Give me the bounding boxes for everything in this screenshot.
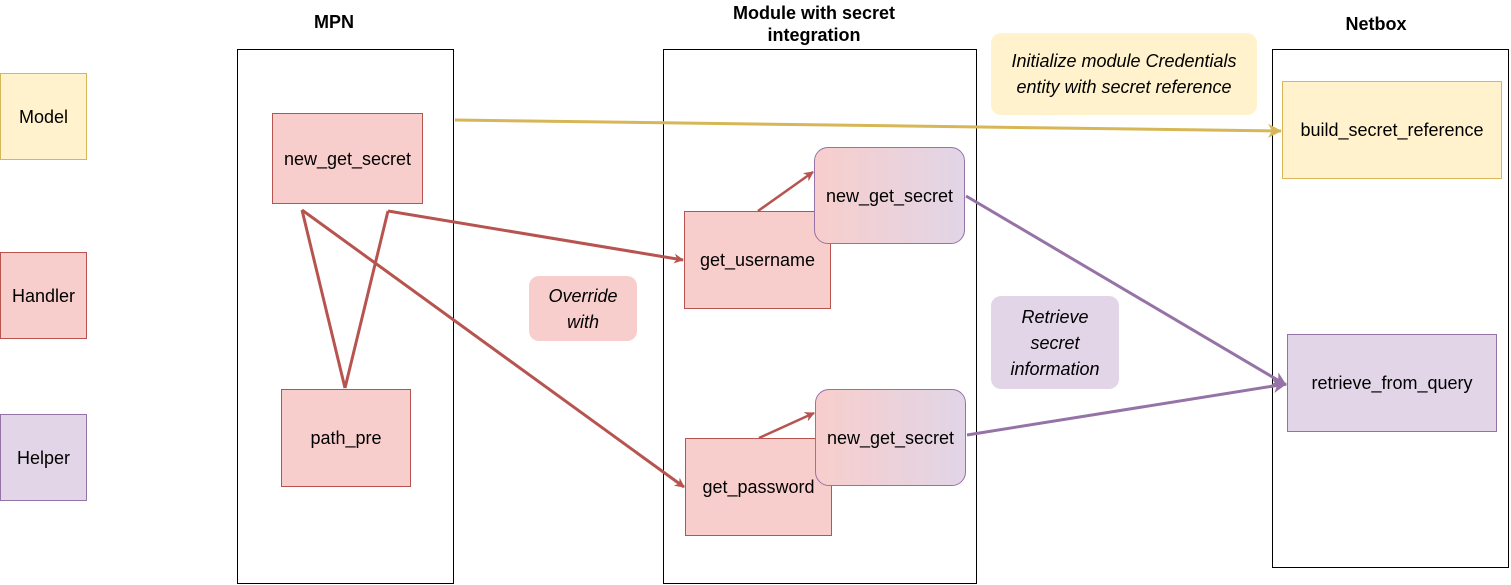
retrieve-top-arrow	[965, 194, 1287, 387]
override-note: Override with	[529, 276, 637, 341]
legend-handler-label: Handler	[11, 285, 76, 306]
module-new-get-secret-top-label: new_get_secret	[825, 185, 954, 206]
retrieve-note-text: Retrieve secret information	[1010, 306, 1100, 379]
initialize-arrow	[454, 118, 1282, 138]
retrieve-from-query-label: retrieve_from_query	[1311, 373, 1473, 393]
path-pre-link-left	[300, 209, 347, 389]
module-heading: Module with secret integration	[732, 3, 896, 45]
override-note-text: Override with	[548, 285, 618, 332]
module-new-get-secret-bottom-node: new_get_secret	[815, 389, 966, 486]
legend-model-label: Model	[18, 106, 69, 127]
password-to-secret-arrow	[758, 411, 815, 440]
override-username-arrow	[387, 209, 684, 264]
mpn-new-get-secret-node: new_get_secret	[272, 113, 423, 204]
get-password-label: get_password	[702, 477, 815, 497]
module-new-get-secret-bottom-label: new_get_secret	[826, 427, 955, 448]
module-new-get-secret-top-node: new_get_secret	[814, 147, 965, 244]
get-username-label: get_username	[699, 250, 816, 270]
initialize-note-text: Initialize module Credentials entity wit…	[1011, 51, 1237, 97]
legend-helper-label: Helper	[16, 447, 71, 468]
get-username-node: get_username	[684, 211, 831, 309]
legend-helper: Helper	[0, 414, 87, 501]
mpn-heading: MPN	[314, 12, 354, 32]
initialize-note: Initialize module Credentials entity wit…	[991, 33, 1257, 115]
retrieve-from-query-node: retrieve_from_query	[1287, 334, 1497, 432]
path-pre-node: path_pre	[281, 389, 411, 487]
retrieve-bottom-arrow	[966, 379, 1287, 437]
legend-handler: Handler	[0, 252, 87, 339]
netbox-heading: Netbox	[1345, 14, 1407, 34]
build-secret-reference-label: build_secret_reference	[1300, 120, 1484, 140]
mpn-new-get-secret-label: new_get_secret	[283, 148, 412, 169]
username-to-secret-arrow	[757, 170, 814, 213]
build-secret-reference-node: build_secret_reference	[1282, 81, 1502, 179]
path-pre-link-right	[343, 210, 390, 389]
path-pre-label: path_pre	[310, 428, 382, 448]
retrieve-note: Retrieve secret information	[991, 296, 1119, 389]
override-password-arrow	[301, 208, 685, 489]
legend-model: Model	[0, 73, 87, 160]
get-password-node: get_password	[685, 438, 832, 536]
